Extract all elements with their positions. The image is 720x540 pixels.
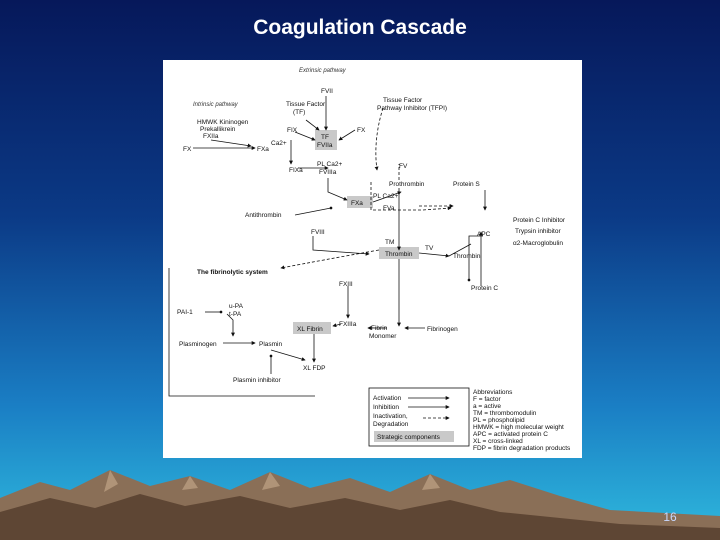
label-protein-c: Protein C (471, 285, 498, 292)
label-hmwk-2: Prekallikrein (200, 126, 236, 133)
abbrev-3: TM = thrombomodulin (473, 410, 537, 417)
label-plasmin: Plasmin (259, 341, 283, 348)
abbrev-1: F = factor (473, 396, 501, 403)
label-apc: APC (477, 231, 491, 238)
arrow-fix (294, 131, 316, 141)
label-tissue-factor-2: (TF) (293, 109, 305, 116)
label-pl-ca-3: PL Ca2+ (373, 193, 398, 200)
label-fxa-left: FXa (257, 146, 269, 153)
label-fxa-box: FXa (351, 200, 363, 207)
label-tf-box: TF (321, 134, 329, 141)
mountain-shadow (0, 494, 720, 540)
label-xl-fdp: XL FDP (303, 365, 326, 372)
label-protein-s: Protein S (453, 181, 480, 188)
label-fxiii: FXIII (339, 281, 353, 288)
legend-frame (368, 387, 470, 447)
label-plasminogen: Plasminogen (179, 341, 217, 348)
mountain-range (0, 470, 720, 540)
diagram-panel: Extrinsic pathway FVII Intrinsic pathway… (163, 60, 582, 458)
label-protein-c-inhibitor: Protein C Inhibitor (513, 217, 566, 224)
label-fix: FIX (287, 127, 298, 134)
arrow-fviii (312, 236, 370, 256)
arrow-tm (418, 252, 450, 258)
label-antithrombin: Antithrombin (245, 212, 282, 219)
label-hmwk-1: HMWK Kininogen (197, 119, 249, 126)
label-fx-right: FX (357, 127, 366, 134)
label-pai: PAI-1 (177, 309, 193, 316)
inhibit-antithrombin (294, 206, 333, 216)
abbrev-7: XL = cross-linked (473, 438, 523, 445)
mountain-highlight (104, 470, 440, 492)
abbrev-0: Abbreviations (473, 389, 513, 396)
coagulation-diagram: Extrinsic pathway FVII Intrinsic pathway… (168, 68, 571, 452)
arrow-activators (226, 313, 235, 337)
fibrinolytic-frame (168, 268, 315, 397)
abbrev-2: a = active (473, 403, 501, 410)
label-fv: FV (399, 163, 408, 170)
label-tfpi-2: Pathway Inhibitor (TFPI) (377, 105, 447, 112)
legend-inhibition: Inhibition (373, 404, 399, 411)
slide-title: Coagulation Cascade (253, 16, 467, 39)
abbreviations-list: Abbreviations F = factor a = active TM =… (473, 389, 571, 452)
label-trypsin-inhibitor: Trypsin inhibitor (515, 228, 561, 235)
label-thrombin-r: Thrombin (453, 253, 481, 260)
label-tpa: t-PA (229, 311, 242, 318)
legend-degradation: Degradation (373, 421, 409, 428)
label-prothrombin: Prothrombin (389, 181, 425, 188)
label-fvii: FVII (321, 88, 333, 95)
fxa-box (347, 196, 373, 208)
label-upa: u-PA (229, 303, 244, 310)
label-thrombin-box: Thrombin (385, 251, 413, 258)
legend-inactivation: Inactivation, (373, 413, 408, 420)
arrow-fx-right (338, 129, 356, 141)
label-pl-ca-2: FVIIIa (319, 169, 337, 176)
legend-activation: Activation (373, 395, 402, 402)
strategic-components-box (374, 431, 454, 442)
label-fibrin-1: Fibrin (371, 325, 388, 332)
tf-fviia-box (315, 130, 337, 150)
label-pl-ca-1: PL Ca2+ (317, 161, 342, 168)
page-number: 16 (663, 510, 677, 524)
abbrev-5: HMWK = high molecular weight (473, 424, 564, 431)
arrow-tf (305, 119, 320, 131)
label-xl-fibrin: XL Fibrin (297, 326, 323, 333)
dash-tfpi (374, 107, 384, 171)
legend-strategic: Strategic components (377, 434, 441, 441)
label-fviia-box: FVIIa (317, 142, 333, 149)
label-macroglobulin: α2-Macroglobulin (513, 240, 563, 247)
label-fxiiia: FXIIIa (339, 321, 357, 328)
label-tfpi-1: Tissue Factor (383, 97, 423, 104)
label-fixa: FIXa (289, 167, 303, 174)
label-intrinsic: Intrinsic pathway (193, 102, 239, 108)
arrow-to-prothrombin (372, 191, 402, 203)
label-tv: TV (425, 245, 434, 252)
arrow-fxiiia (332, 323, 342, 328)
label-fva: FVa (383, 205, 395, 212)
label-ca: Ca2+ (271, 140, 287, 147)
arrow-intrinsic (210, 139, 252, 148)
arrow-to-fxa (327, 178, 348, 201)
link-apc (448, 243, 472, 257)
label-fx-left: FX (183, 146, 192, 153)
label-fibrin-2: Monomer (369, 333, 397, 340)
label-tm: TM (385, 239, 394, 246)
arrow-plasmin-fdp (270, 349, 306, 361)
abbrev-6: APC = activated protein C (473, 431, 548, 438)
label-fibrinolytic: The fibrinolytic system (197, 269, 268, 276)
label-plasmin-inhibitor: Plasmin inhibitor (233, 377, 282, 384)
label-fibrinogen: Fibrinogen (427, 326, 458, 333)
abbrev-4: PL = phospholipid (473, 417, 525, 424)
label-extrinsic: Extrinsic pathway (299, 68, 347, 74)
inhibit-apc (467, 235, 483, 282)
label-fviii: FVIII (311, 229, 325, 236)
xl-fibrin-box (293, 322, 331, 334)
thrombin-box (379, 247, 419, 259)
abbrev-8: FDP = fibrin degradation products (473, 445, 571, 452)
label-tissue-factor-1: Tissue Factor (286, 101, 326, 108)
dash-feedback-left (280, 249, 380, 270)
label-fxii: FXIIa (203, 133, 219, 140)
